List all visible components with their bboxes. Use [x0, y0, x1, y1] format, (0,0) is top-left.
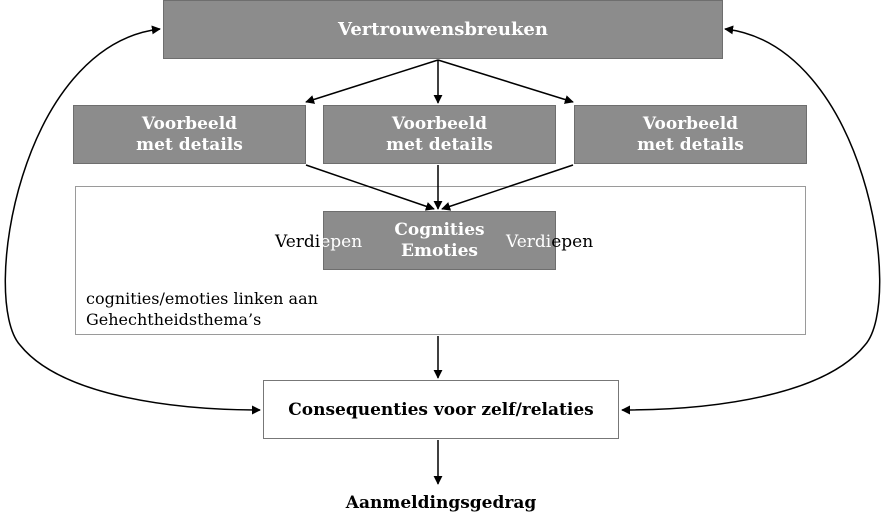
arrow-example-1-to-center [305, 164, 435, 211]
arrow-example-3-to-center [441, 164, 574, 211]
cognities-label: Cognities [394, 219, 485, 240]
loop-arrow-left [4, 25, 261, 415]
verdiepen-right-inside: Verdi [506, 232, 552, 252]
aanmeldingsgedrag-label: Aanmeldingsgedrag [345, 493, 537, 513]
verdiepen-left-inside: epen [320, 232, 363, 252]
emoties-label: Emoties [401, 240, 478, 261]
arrow-top-to-example-1 [305, 59, 439, 104]
verdiepen-right-label: Verdiepen [506, 232, 593, 252]
box-cognities-emoties: Cognities Emoties [323, 211, 556, 270]
loop-arrow-right [621, 25, 881, 415]
arrow-top-to-example-3 [437, 59, 574, 104]
example-2-line2: met details [386, 134, 493, 155]
box-consequenties: Consequenties voor zelf/relaties [263, 380, 619, 439]
box-example-2: Voorbeeld met details [323, 105, 556, 164]
verdiepen-left-label: Verdiepen [275, 232, 362, 252]
example-2-line1: Voorbeeld [391, 113, 488, 134]
consequenties-label: Consequenties voor zelf/relaties [288, 399, 594, 420]
box-vertrouwensbreuken-label: Vertrouwensbreuken [338, 19, 548, 40]
verdiepen-right-outside: epen [551, 232, 594, 252]
verdiepen-left-outside: Verdi [275, 232, 321, 252]
